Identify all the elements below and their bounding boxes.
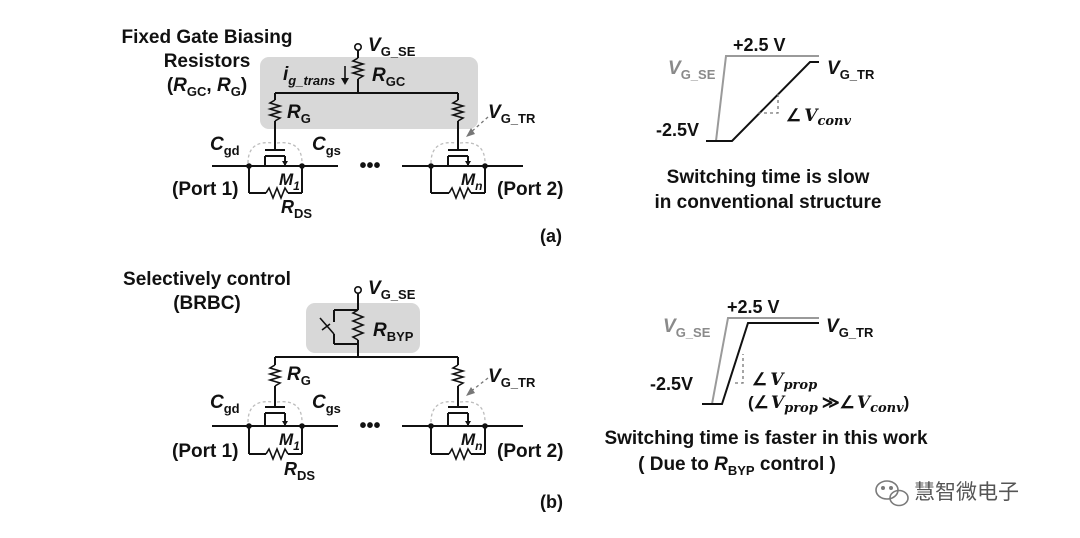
vg-tr-waveform-b [702, 322, 819, 405]
vg-se-terminal [353, 42, 362, 51]
m1-label: M1 [279, 170, 300, 193]
caption-a-line1: Switching time is slow [667, 167, 870, 188]
slope-marker-b [735, 354, 744, 384]
angle-label-b: ∠Vprop [752, 370, 817, 393]
panel-a-title-line1: Fixed Gate Biasing [121, 27, 292, 48]
transistor-m1 [212, 149, 338, 201]
cgs-label: Cgs [312, 134, 341, 158]
m1-label-b: M1 [279, 430, 300, 453]
cgd-cap-left [247, 142, 274, 164]
cgs-label-b: Cgs [312, 392, 341, 416]
caption-b-line1: Switching time is faster in this work [604, 428, 927, 449]
ellipsis: ••• [359, 155, 380, 177]
cgd-label: Cgd [210, 134, 240, 158]
caption-b-line2: ( Due to RBYP control ) [638, 454, 836, 478]
high-level-label-a: +2.5 V [733, 35, 786, 55]
port2-label-b: (Port 2) [497, 441, 564, 462]
angle-comparison-b: (∠Vprop≫∠Vconv) [748, 393, 909, 416]
rg-resistor-left [267, 99, 283, 122]
rds-label: RDS [281, 197, 312, 221]
vg-se-label-wave-a: VG_SE [668, 58, 716, 82]
panel-a-label: (a) [540, 226, 562, 246]
cgd-cap-right [430, 142, 457, 164]
mn-label-b: Mn [461, 430, 483, 453]
cgs-cap-left-b [276, 401, 303, 423]
rg-resistor-right [450, 99, 466, 122]
angle-label-a: ∠Vconv [786, 106, 851, 129]
low-level-label-b: -2.5V [650, 374, 693, 394]
cgd-label-b: Cgd [210, 392, 240, 416]
rds-resistor-m1-b [265, 446, 289, 462]
transistor-m1-b [212, 406, 338, 462]
watermark-text: 慧智微电子 [914, 480, 1019, 504]
ig-trans-label: ig_trans [283, 64, 335, 88]
caption-a-line2: in conventional structure [655, 192, 882, 213]
vg-tr-label: VG_TR [488, 102, 536, 126]
rgc-label: RGC [372, 65, 406, 89]
port1-label: (Port 1) [172, 179, 239, 200]
rds-label-b: RDS [284, 459, 315, 483]
rds-resistor-mn-b [448, 446, 472, 462]
rds-resistor-mn [448, 185, 472, 201]
rbyp-resistor [350, 309, 366, 341]
mn-label: Mn [461, 170, 483, 193]
rg-resistor-left-b [267, 364, 283, 387]
cgs-cap-left [276, 142, 303, 164]
cgd-cap-left-b [247, 401, 274, 423]
rds-resistor-m1 [265, 185, 289, 201]
vg-tr-label-wave-a: VG_TR [827, 58, 875, 82]
panel-b-title-line1: Selectively control [123, 269, 291, 290]
vg-se-label: VG_SE [368, 35, 416, 59]
panel-b-title-line2: (BRBC) [173, 293, 241, 314]
vg-se-label-wave-b: VG_SE [663, 316, 711, 340]
transistor-mn [402, 149, 523, 201]
vg-se-terminal-b [353, 285, 362, 294]
ellipsis-b: ••• [359, 415, 380, 437]
watermark: 慧智微电子 [875, 480, 1019, 507]
panel-b: Selectively control (BRBC) VG_SE RBYP RG… [123, 269, 563, 512]
cgs-cap-right-b [459, 401, 486, 423]
rbyp-label: RBYP [373, 320, 414, 344]
panel-b-label: (b) [540, 492, 563, 512]
rg-resistor-right-b [450, 364, 466, 387]
vg-se-label-b: VG_SE [368, 278, 416, 302]
high-level-label-b: +2.5 V [727, 297, 780, 317]
panel-a: Fixed Gate Biasing Resistors (RGC, RG) V… [121, 27, 563, 246]
rg-label: RG [287, 102, 311, 126]
vg-tr-label-wave-b: VG_TR [826, 316, 874, 340]
slope-marker-a [758, 92, 779, 114]
low-level-label-a: -2.5V [656, 120, 699, 140]
port2-label: (Port 2) [497, 179, 564, 200]
vg-tr-label-b: VG_TR [488, 366, 536, 390]
rgc-resistor [350, 57, 366, 80]
panel-a-title-line2: Resistors [164, 51, 251, 72]
vg-tr-waveform-a [706, 61, 819, 142]
vg-tr-pointer [469, 116, 489, 134]
cgs-cap-right [459, 142, 486, 164]
cgd-cap-right-b [430, 401, 457, 423]
rg-label-b: RG [287, 364, 311, 388]
bypass-highlight [306, 303, 420, 353]
port1-label-b: (Port 1) [172, 441, 239, 462]
waveform-a: +2.5 V VG_SE VG_TR -2.5V ∠Vconv Switchin… [655, 35, 882, 213]
vg-tr-pointer-b [469, 377, 489, 393]
wechat-icon [875, 480, 909, 507]
panel-a-title-line3: (RGC, RG) [167, 75, 247, 99]
waveform-b: +2.5 V VG_SE VG_TR -2.5V ∠Vprop (∠Vprop≫… [604, 297, 927, 478]
transistor-mn-b [402, 406, 523, 462]
